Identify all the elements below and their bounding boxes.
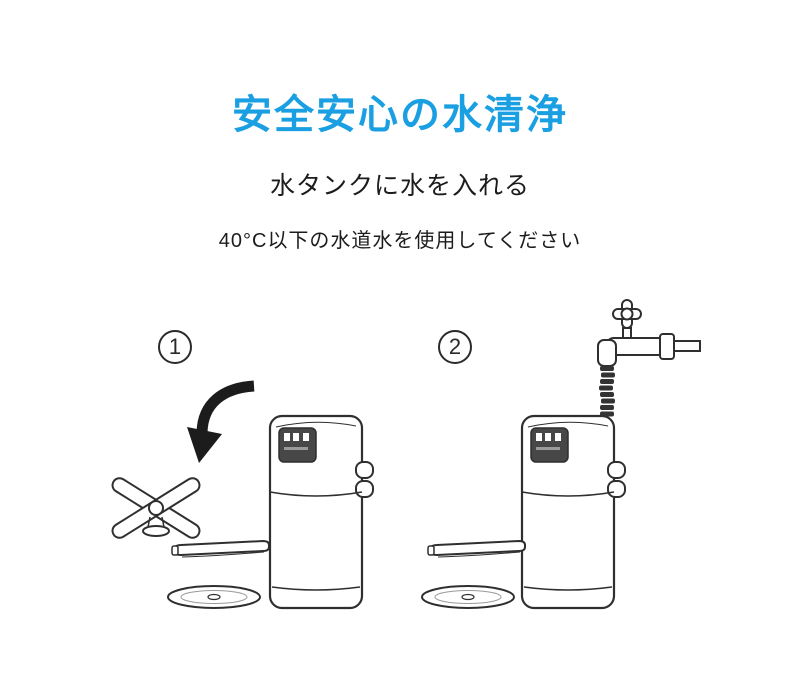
page-title: 安全安心の水清浄 (232, 93, 568, 137)
note-text: 40°C以下の水道水を使用してください (218, 230, 582, 252)
curved-arrow-icon (187, 380, 255, 463)
base-plate-icon (421, 585, 515, 609)
drip-tray-icon (171, 540, 270, 558)
step-2-number-label: 2 (448, 334, 462, 359)
faucet-icon (597, 299, 701, 367)
page-subtitle: 水タンクに水を入れる (269, 172, 530, 200)
drip-tray-icon (427, 540, 526, 558)
step-1-number: 1 (158, 330, 192, 364)
water-purifier-device (268, 414, 375, 610)
hose-icon (599, 366, 615, 417)
base-plate-icon (167, 585, 261, 609)
tank-cap-icon (111, 477, 201, 539)
water-purifier-device (520, 414, 627, 610)
step-2-number: 2 (438, 330, 472, 364)
step-1-illustration (111, 380, 375, 610)
step-1-number-label: 1 (168, 334, 182, 359)
